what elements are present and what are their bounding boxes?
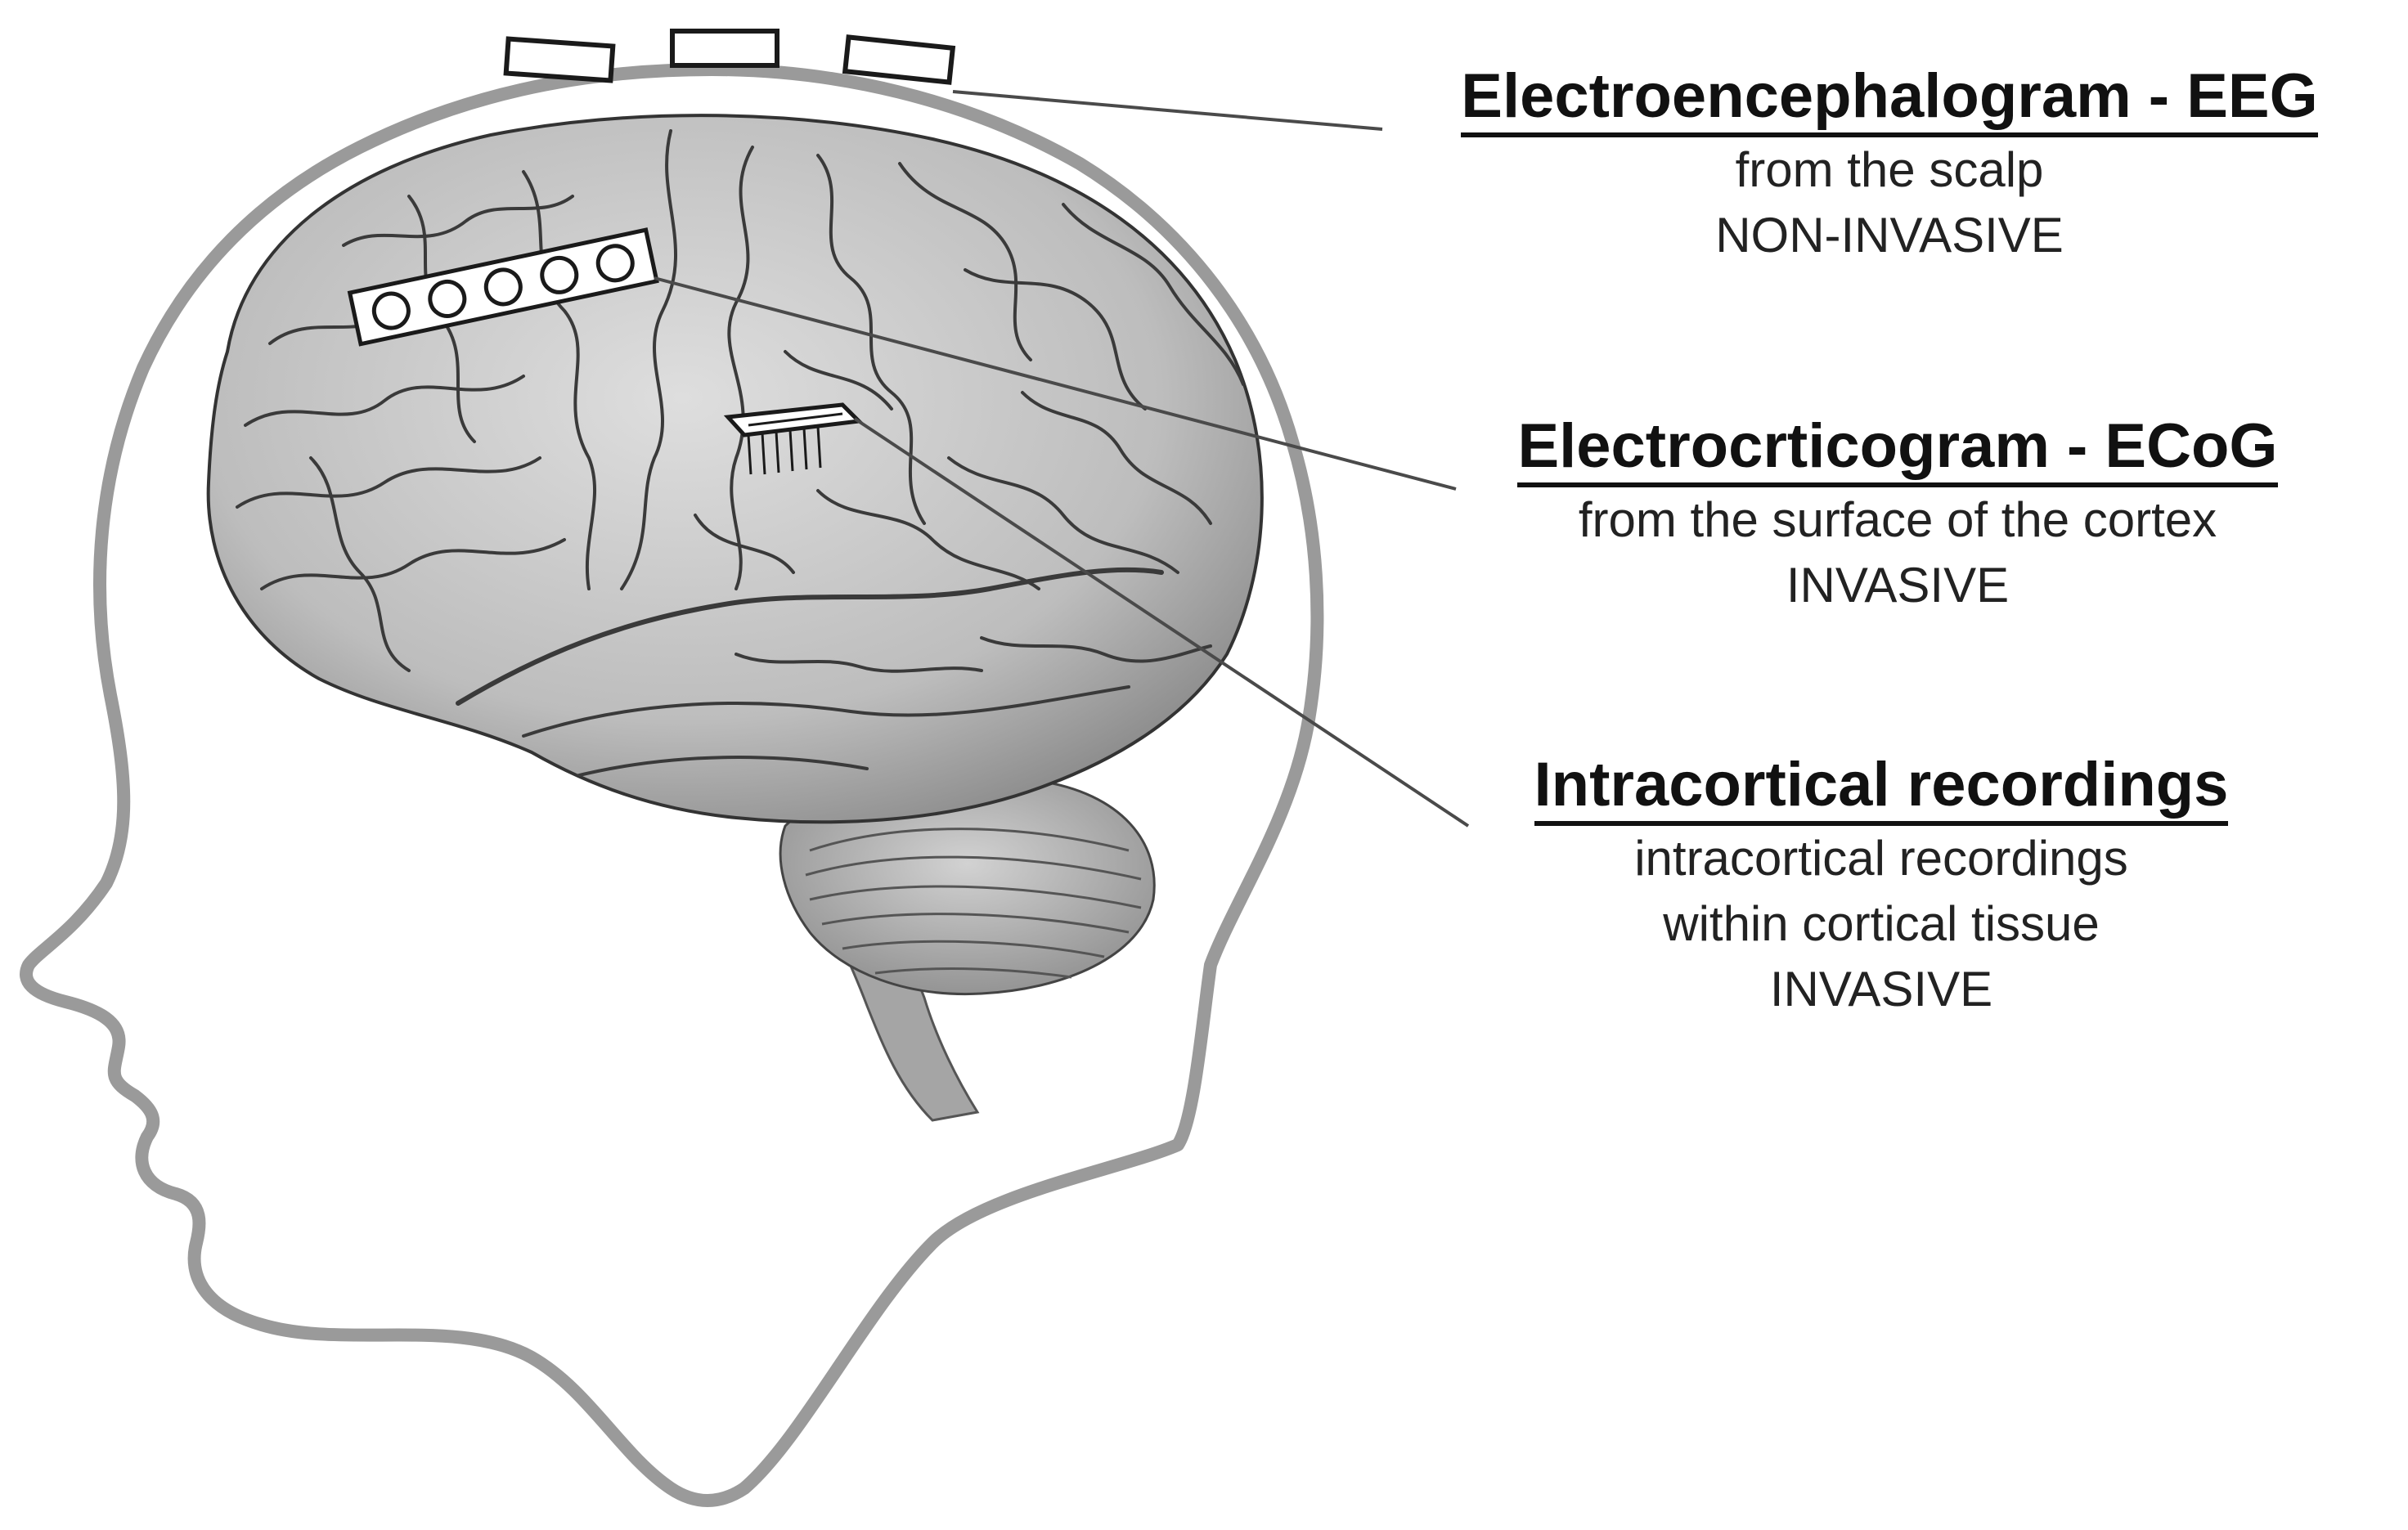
ecog-title: Electrocrticogram - ECoG [1517,415,2278,487]
intracortical-array [723,402,864,475]
eeg-label: Electroencephalogram - EEG from the scal… [1382,65,2397,268]
eeg-electrode [503,36,616,83]
cerebellum [779,775,1156,996]
eeg-invasiveness: NON-INVASIVE [1715,208,2064,262]
ecog-invasiveness: INVASIVE [1786,558,2010,612]
leader-lines [654,90,1470,828]
intracortical-desc-2: within cortical tissue [1663,896,2100,951]
eeg-electrode [670,29,779,68]
brain-cerebrum [206,114,1264,824]
eeg-source: from the scalp [1735,142,2044,197]
intracortical-invasiveness: INVASIVE [1769,962,1993,1016]
leader-line-ecog [654,276,1457,491]
intracortical-title: Intracortical recordings [1534,754,2229,826]
intracortical-desc-1: intracortical recordings [1634,831,2128,886]
ecog-electrode-strip [347,227,659,347]
eeg-electrode [842,34,956,85]
intracortical-label: Intracortical recordings intracortical r… [1464,754,2298,1022]
eeg-title: Electroencephalogram - EEG [1461,65,2318,137]
ecog-label: Electrocrticogram - ECoG from the surfac… [1448,415,2347,618]
head-outline [20,63,1324,1507]
ecog-source: from the surface of the cortex [1578,492,2217,547]
leader-line-intracortical [853,417,1470,828]
leader-line-eeg [952,90,1383,131]
eeg-electrodes [503,29,956,85]
